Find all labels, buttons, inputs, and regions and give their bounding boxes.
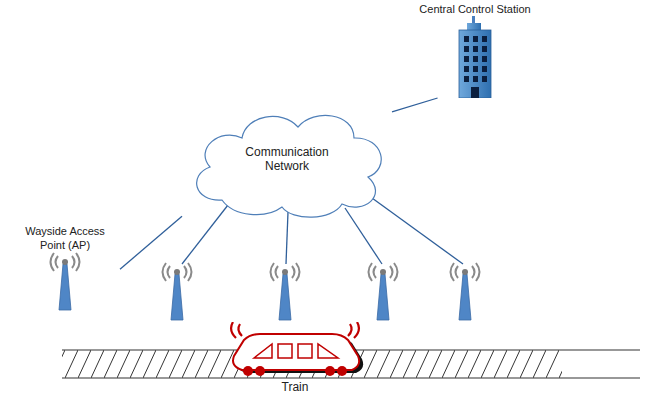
train-icon: [220, 322, 370, 378]
text-holder: Central Control Station: [400, 2, 550, 16]
text-holder: Train: [220, 380, 370, 394]
node-label: Wayside Access Point (AP): [13, 224, 117, 252]
access-point-antennas: [163, 263, 480, 320]
node-label: Communication Network: [237, 145, 337, 173]
control-station: Central Control Station: [400, 2, 550, 98]
text-holder: Communication Network: [182, 145, 392, 173]
network-cloud: Communication Network: [182, 105, 392, 220]
train: Train: [220, 322, 370, 394]
network-link: [392, 98, 438, 112]
node-label: Train: [220, 380, 370, 394]
access-point: Wayside Access Point (AP): [10, 224, 120, 312]
text-holder: Wayside Access Point (AP): [10, 224, 120, 252]
antenna-icon: [45, 252, 85, 312]
node-label: Central Control Station: [400, 2, 550, 16]
network-link: [120, 216, 182, 269]
building-icon: [455, 16, 495, 98]
